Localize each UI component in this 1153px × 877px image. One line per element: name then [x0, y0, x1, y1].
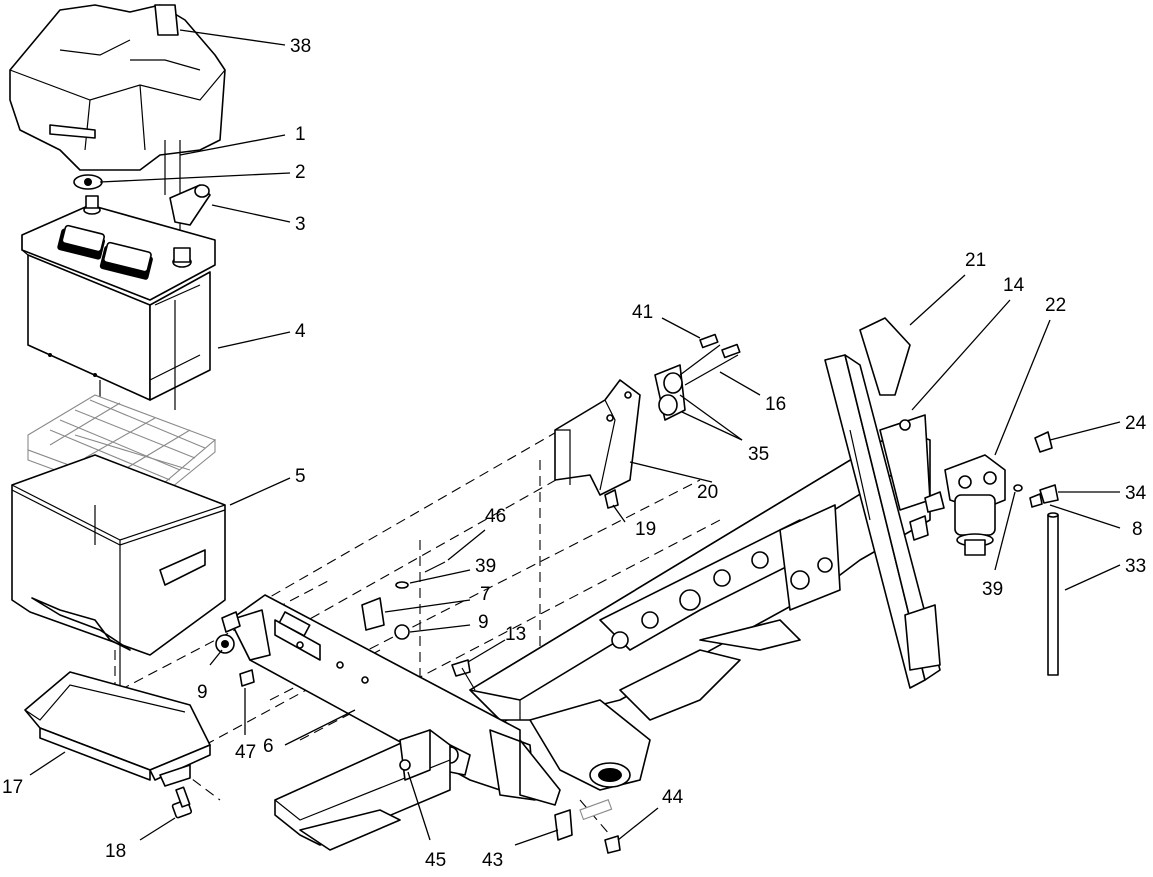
- callout-7: 7: [480, 584, 491, 605]
- callout-6: 6: [263, 736, 274, 757]
- terminal-boot: [169, 184, 211, 226]
- callout-3: 3: [295, 214, 306, 235]
- callout-46: 46: [485, 506, 506, 527]
- callout-13: 13: [505, 624, 526, 645]
- battery-box: [11, 454, 226, 656]
- callout-45: 45: [425, 850, 446, 871]
- callout-24: 24: [1125, 413, 1147, 434]
- callout-43: 43: [482, 850, 503, 871]
- callout-39-left: 39: [475, 556, 496, 577]
- lower-rail: [274, 729, 451, 851]
- battery-tray: [24, 671, 211, 787]
- mount-bracket: [554, 333, 741, 509]
- callout-38: 38: [290, 36, 311, 57]
- upright-post: [824, 317, 941, 689]
- callout-20: 20: [697, 482, 718, 503]
- bolt-18: [171, 786, 193, 819]
- fuel-filter: [909, 431, 1059, 676]
- callout-35: 35: [748, 444, 769, 465]
- callout-5: 5: [295, 466, 306, 487]
- callout-19: 19: [635, 519, 656, 540]
- callout-33: 33: [1125, 556, 1146, 577]
- frame-rail: [469, 429, 931, 791]
- callout-47: 47: [235, 742, 256, 763]
- callout-14: 14: [1003, 275, 1025, 296]
- callout-4: 4: [295, 321, 306, 342]
- callout-21: 21: [965, 250, 986, 271]
- callout-16: 16: [765, 394, 786, 415]
- battery-cover: [9, 4, 226, 171]
- callout-1: 1: [295, 124, 306, 145]
- callout-labels: 38 1 2 3 4 5 17 18 9 47 6 45 43 44 46 39…: [2, 36, 1147, 871]
- callout-2: 2: [295, 162, 306, 183]
- battery: [21, 195, 216, 401]
- callout-9-center: 9: [478, 612, 489, 633]
- leader-lines: [29, 29, 1121, 846]
- callout-34: 34: [1125, 483, 1147, 504]
- callout-44: 44: [662, 787, 684, 808]
- hardware-left: [215, 561, 621, 854]
- callout-8: 8: [1132, 519, 1143, 540]
- callout-18: 18: [105, 841, 126, 862]
- terminal-clamp: [73, 174, 103, 190]
- callout-9-left: 9: [197, 682, 208, 703]
- callout-39-right: 39: [982, 579, 1003, 600]
- callout-41: 41: [632, 302, 653, 323]
- callout-22: 22: [1045, 295, 1066, 316]
- callout-17: 17: [2, 777, 23, 798]
